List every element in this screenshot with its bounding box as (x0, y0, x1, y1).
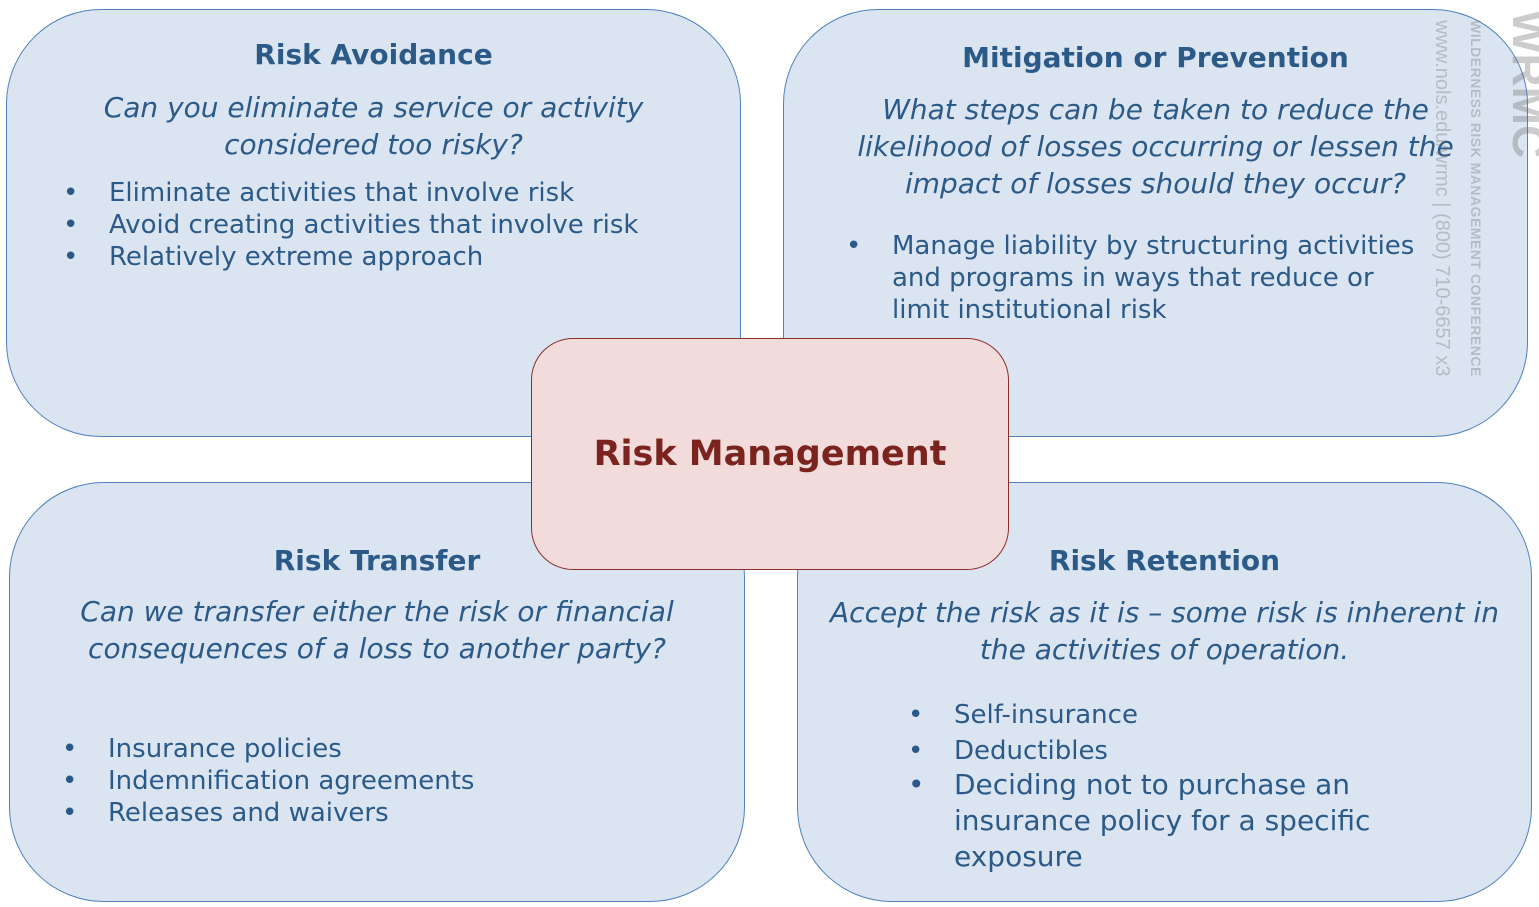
mitigation-prevention-question: What steps can be taken to reduce the li… (857, 93, 1454, 200)
mitigation-prevention-title: Mitigation or Prevention (962, 41, 1349, 74)
bullet-item: Manage liability by structuring activiti… (846, 230, 1436, 326)
bullet-item: Eliminate activities that involve risk (63, 177, 638, 209)
risk-retention-title: Risk Retention (1048, 544, 1281, 577)
risk-management-label: Risk Management (593, 434, 947, 474)
risk-transfer-question: Can we transfer either the risk or finan… (80, 595, 674, 665)
risk-avoidance-box: Risk Avoidance Can you eliminate a servi… (6, 9, 741, 437)
mitigation-prevention-bullets: Manage liability by structuring activiti… (846, 230, 1436, 326)
risk-transfer-title: Risk Transfer (273, 544, 481, 577)
bullet-item: Deductibles (908, 735, 1428, 767)
bullet-item: Indemnification agreements (62, 765, 474, 797)
bullet-item: Relatively extreme approach (63, 241, 638, 273)
bullet-item: Deciding not to purchase an insurance po… (908, 767, 1428, 875)
risk-management-center-box: Risk Management (531, 338, 1009, 570)
bullet-item: Avoid creating activities that involve r… (63, 209, 638, 241)
bullet-item: Self-insurance (908, 699, 1428, 731)
risk-transfer-bullets: Insurance policies Indemnification agree… (62, 733, 474, 829)
risk-avoidance-question: Can you eliminate a service or activity … (103, 91, 644, 161)
risk-avoidance-bullets: Eliminate activities that involve risk A… (63, 177, 638, 273)
risk-retention-bullets: Self-insurance Deductibles Deciding not … (908, 699, 1428, 875)
bullet-item: Releases and waivers (62, 797, 474, 829)
bullet-item: Insurance policies (62, 733, 474, 765)
risk-avoidance-title: Risk Avoidance (254, 38, 493, 71)
risk-retention-question: Accept the risk as it is – some risk is … (830, 596, 1499, 666)
